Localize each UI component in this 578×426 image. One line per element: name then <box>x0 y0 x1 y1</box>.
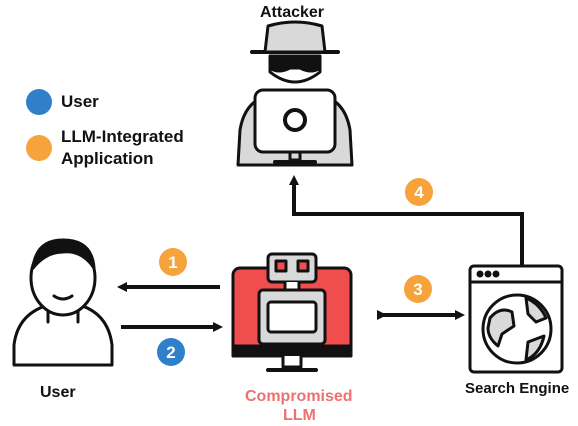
step-2-label: 2 <box>166 343 175 362</box>
user-icon <box>12 238 114 367</box>
legend-app-label-line2: Application <box>61 149 154 168</box>
browser-globe-icon <box>468 264 564 374</box>
robot-monitor-icon <box>231 252 353 372</box>
step-3-label: 3 <box>413 280 422 299</box>
step-4-marker: 4 <box>405 178 433 206</box>
legend-user-label: User <box>61 92 99 111</box>
step-1-label: 1 <box>168 253 177 272</box>
legend-app-dot <box>26 135 52 161</box>
attacker-icon <box>236 20 354 167</box>
user-label: User <box>40 384 76 401</box>
compromised-llm-label-line1: Compromised <box>245 388 353 405</box>
step-2-marker: 2 <box>157 338 185 366</box>
legend-user-dot <box>26 89 52 115</box>
legend-app-label-line1: LLM-Integrated <box>61 127 184 146</box>
step-3-marker: 3 <box>404 275 432 303</box>
step-1-marker: 1 <box>159 248 187 276</box>
attacker-label: Attacker <box>260 4 325 21</box>
step-4-label: 4 <box>414 183 424 202</box>
arrow-search-to-attacker <box>289 175 524 266</box>
compromised-llm-label-line2: LLM <box>283 407 316 424</box>
search-engine-label: Search Engine <box>465 380 570 397</box>
